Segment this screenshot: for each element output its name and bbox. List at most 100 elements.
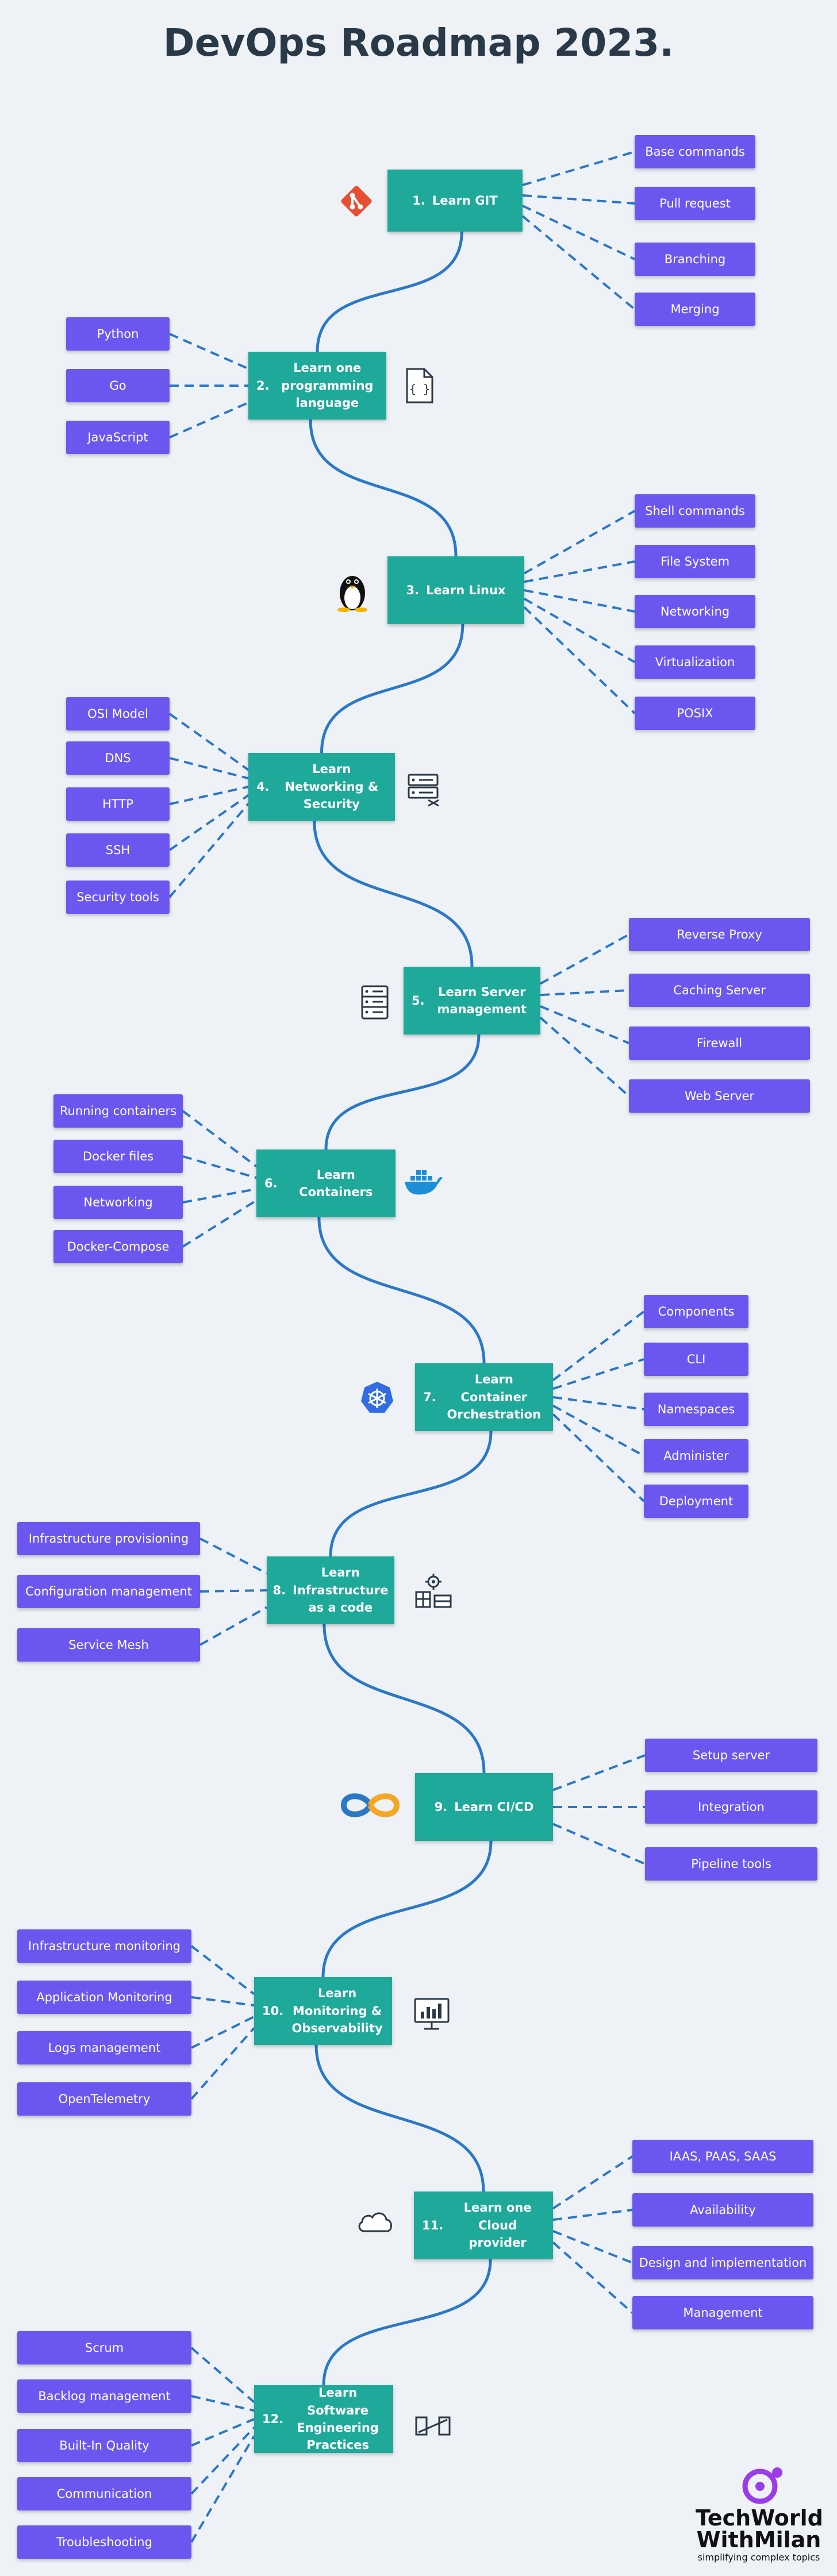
step-number: 5.	[412, 993, 425, 1008]
roadmap-topic: Virtualization	[635, 645, 755, 679]
roadmap-step-1: 1.Learn GIT	[387, 170, 523, 232]
step-label: Learn Infrastructure as a code	[293, 1566, 389, 1615]
dashed-connector	[169, 757, 249, 780]
roadmap-path	[314, 2044, 485, 2192]
roadmap-topic: Design and implementation	[632, 2246, 813, 2279]
roadmap-topic: Communication	[17, 2477, 191, 2510]
step-label: Learn Software Engineering Practices	[297, 2386, 379, 2452]
step-label: Learn one Cloud provider	[463, 2201, 532, 2250]
brand-logo: TechWorld WithMilan simplifying complex …	[696, 2466, 823, 2563]
roadmap-topic: Namespaces	[644, 1393, 748, 1426]
roadmap-topic: IAAS, PAAS, SAAS	[632, 2140, 813, 2173]
step-label: Learn Server management	[437, 985, 527, 1016]
step-number: 12.	[262, 2412, 284, 2426]
dashed-connector	[169, 401, 249, 439]
roadmap-topic: POSIX	[635, 697, 755, 730]
roadmap-topic: CLI	[644, 1343, 748, 1376]
roadmap-topic: Administer	[644, 1439, 748, 1472]
infrastructure-icon	[413, 1572, 453, 1613]
page-title: DevOps Roadmap 2023.	[163, 21, 674, 65]
dashed-connector	[552, 1413, 645, 1502]
svg-text:{ }: { }	[409, 382, 430, 396]
dashed-connector	[199, 1537, 267, 1575]
dashed-connector	[521, 215, 636, 310]
dashed-connector	[524, 589, 635, 613]
roadmap-topic: Shell commands	[635, 494, 755, 528]
roadmap-topic: Docker-Compose	[53, 1230, 183, 1263]
dashed-connector	[191, 1996, 255, 2007]
step-number: 8.	[272, 1583, 286, 1597]
roadmap-topic: Deployment	[644, 1485, 748, 1518]
dashed-connector	[524, 598, 635, 663]
step-label: Learn CI/CD	[454, 1800, 534, 1814]
roadmap-topic: Backlog management	[17, 2379, 191, 2413]
dashed-connector	[182, 1155, 257, 1179]
dashed-connector	[169, 786, 249, 805]
roadmap-step-6: 6.Learn Containers	[256, 1149, 396, 1217]
roadmap-path	[322, 2259, 492, 2386]
dashed-connector	[552, 2229, 633, 2264]
dashed-connector	[540, 989, 629, 997]
roadmap-topic: Go	[66, 369, 170, 402]
roadmap-topic: Integration	[645, 1790, 817, 1824]
step-number: 7.	[423, 1390, 436, 1404]
roadmap-topic: Docker files	[53, 1140, 183, 1173]
roadmap-topic: Web Server	[629, 1079, 810, 1113]
roadmap-topic: Pull request	[635, 187, 755, 220]
roadmap-topic: OpenTelemetry	[17, 2082, 191, 2116]
dashed-connector	[199, 1606, 267, 1646]
dashed-connector	[552, 2241, 633, 2314]
roadmap-topic: Merging	[635, 293, 755, 326]
roadmap-path	[316, 231, 463, 352]
cloud-icon	[355, 2209, 396, 2238]
dashed-connector	[168, 794, 249, 851]
step-number: 1.	[412, 193, 425, 207]
step-number: 9.	[434, 1800, 448, 1814]
roadmap-topic: Configuration management	[17, 1575, 200, 1608]
step-label: Learn Linux	[426, 583, 506, 597]
roadmap-topic: Branching	[635, 243, 755, 276]
step-label: Learn Monitoring & Observability	[291, 1986, 383, 2036]
roadmap-topic: Scrum	[17, 2331, 191, 2364]
dashed-connector	[523, 606, 636, 714]
roadmap-topic: Setup server	[645, 1739, 817, 1772]
monitor-chart-icon	[413, 1996, 451, 2036]
brand-tagline: simplifying complex topics	[697, 2552, 820, 2563]
dashed-connector	[522, 151, 635, 186]
roadmap-path	[329, 1431, 493, 1557]
roadmap-step-5: 5. Learn Server management	[404, 967, 540, 1035]
dashed-connector	[168, 713, 249, 771]
roadmap-path	[309, 419, 458, 557]
dashed-connector	[190, 2027, 255, 2100]
brand-mark-icon	[742, 2467, 782, 2504]
server-icon	[356, 984, 394, 1024]
dashed-connector	[552, 1310, 645, 1382]
dashed-connector	[552, 2209, 633, 2221]
step-label: Learn one programming language	[281, 361, 374, 410]
dashed-connector	[522, 194, 635, 205]
dashed-connector	[539, 1017, 630, 1097]
roadmap-topic: Python	[66, 317, 170, 351]
roadmap-step-11: 11.Learn one Cloud provider	[414, 2191, 553, 2259]
dashed-connector	[191, 2016, 255, 2049]
docker-icon	[404, 1168, 444, 1199]
roadmap-topic: Pipeline tools	[645, 1847, 817, 1881]
dashed-connector	[190, 2347, 255, 2404]
roadmap-topic: Reverse Proxy	[629, 918, 810, 951]
roadmap-topic: Service Mesh	[17, 1628, 200, 1662]
roadmap-topic: Infrastructure provisioning	[17, 1522, 200, 1555]
roadmap-step-8: 8. Learn Infrastructure as a code	[267, 1556, 394, 1624]
kubernetes-icon	[359, 1379, 396, 1418]
workflow-icon	[413, 2412, 453, 2443]
roadmap-topic: Logs management	[17, 2031, 191, 2064]
code-file-icon: { }	[404, 367, 436, 407]
step-label: Learn Containers	[299, 1167, 373, 1199]
dashed-connector	[199, 1589, 267, 1593]
roadmap-topic: Networking	[635, 595, 755, 628]
step-label: Learn Container Orchestration	[447, 1372, 542, 1422]
dashed-connector	[524, 560, 635, 583]
dashed-connector	[540, 933, 629, 985]
roadmap-topic: Availability	[632, 2193, 813, 2227]
roadmap-topic: SSH	[66, 833, 170, 867]
